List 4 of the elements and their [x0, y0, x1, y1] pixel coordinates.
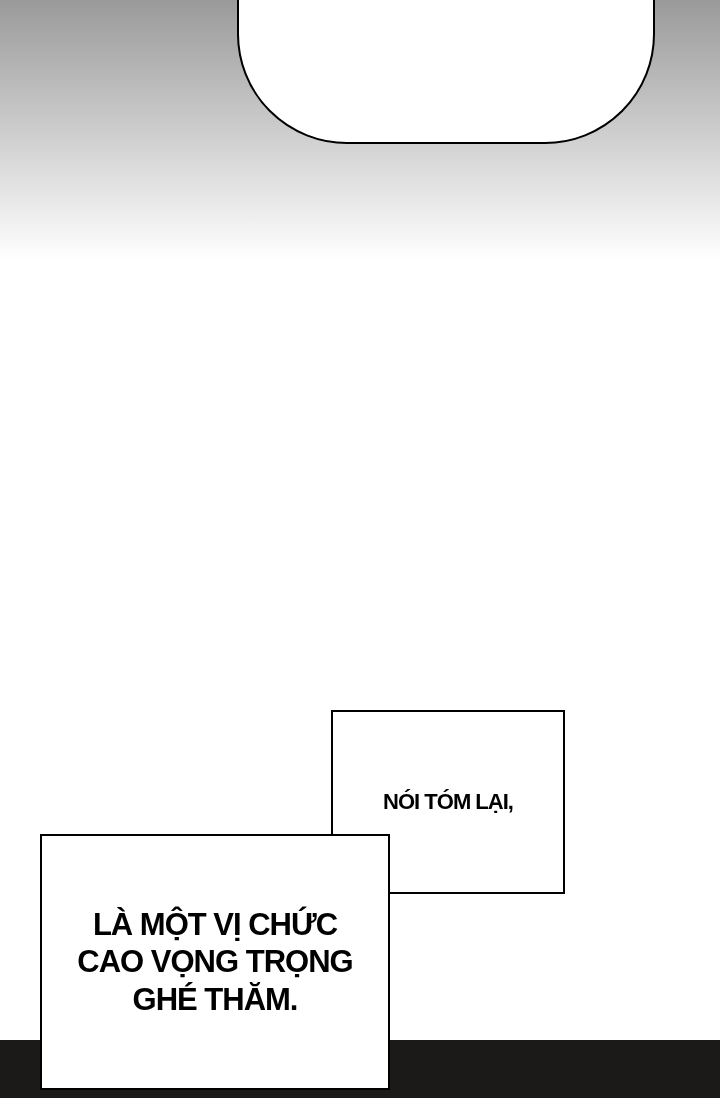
narration-box: [40, 834, 390, 1090]
narration-text: LÀ MỘT VỊ CHỨC CAO VỌNG TRỌNG GHÉ THĂM.: [76, 906, 354, 1018]
narration-text: NÓI TÓM LẠI,: [383, 788, 513, 816]
narration-box: [331, 710, 565, 894]
